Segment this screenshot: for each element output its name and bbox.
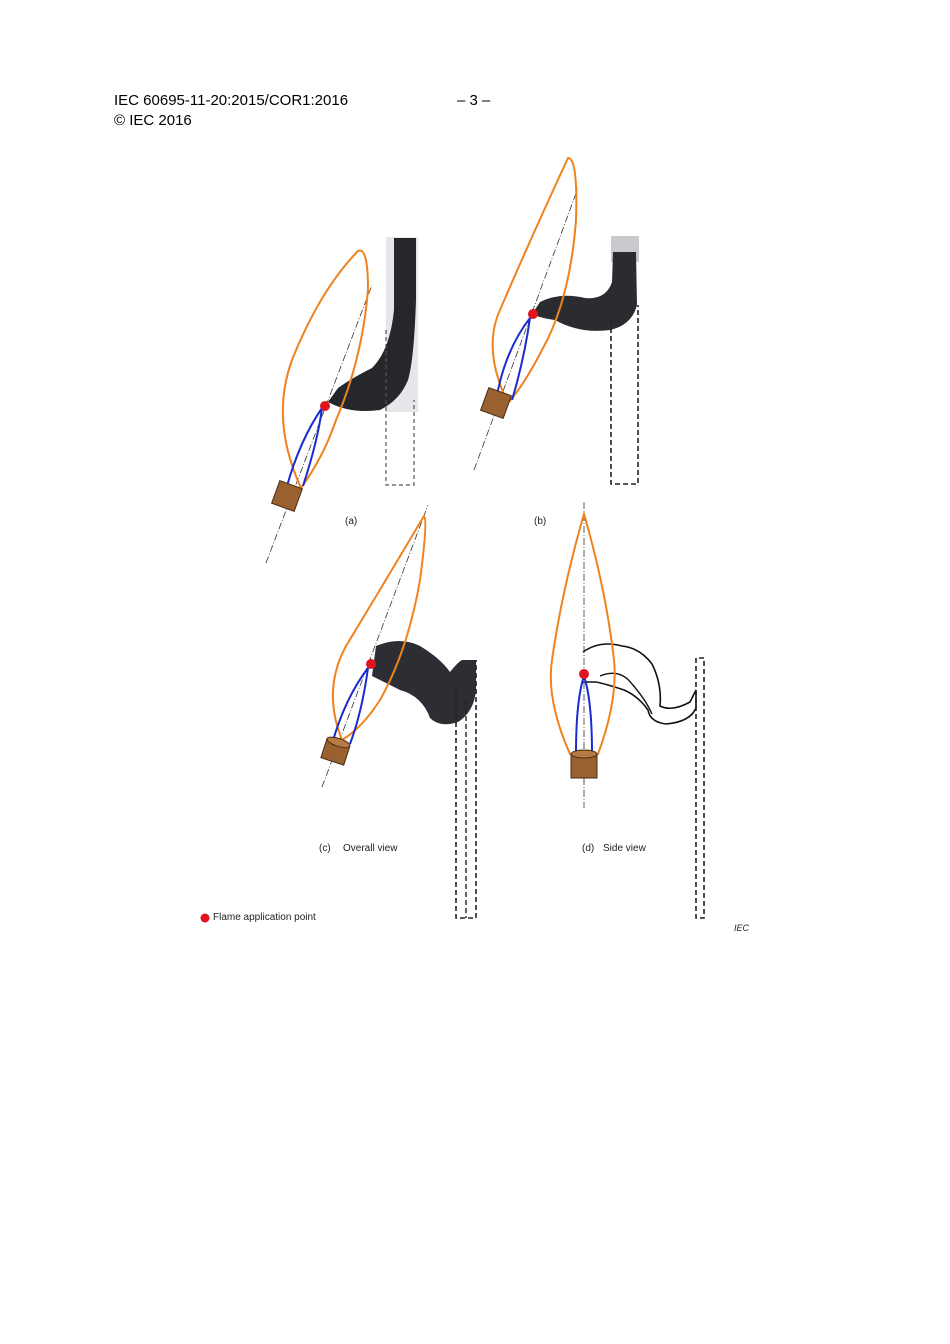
panel-c [320,504,477,919]
inner-flame-c [331,664,370,745]
specimen-side-inner-d [599,672,653,715]
melted-specimen-c [372,641,476,725]
caption-d-label: (d) [582,843,595,854]
outer-flame-b [491,156,578,405]
specimen-outline-c-front [455,660,477,919]
outer-flame-d [549,510,616,755]
page-number: – 3 – [457,92,491,109]
caption-b: (b) [534,516,547,527]
burner-axis-b [473,187,579,471]
specimen-outline-b [610,305,639,485]
caption-c-label: (c) [319,843,331,854]
caption-a: (a) [345,516,358,527]
burner-b [479,386,513,420]
specimen-side-outline-d [582,643,697,725]
flame-application-point-b [528,309,538,319]
specimen-outline-d [695,657,705,919]
document-id: IEC 60695-11-20:2015/COR1:2016 [114,92,349,109]
burner-c [320,736,351,766]
burner-d [570,749,598,779]
panel-a [265,237,418,564]
burner-a [270,479,304,513]
flame-application-point-d [579,669,589,679]
panel-d [549,502,705,919]
melted-specimen-b [532,252,637,331]
outer-flame-a [281,249,370,490]
panel-b [473,156,639,485]
caption-d-text: Side view [603,843,646,854]
copyright-notice: © IEC 2016 [114,112,192,129]
flame-application-point-c [366,659,376,669]
melted-specimen-a [328,238,416,411]
flame-application-point-a [320,401,330,411]
caption-c-text: Overall view [343,843,398,854]
outer-flame-c [331,514,427,742]
legend-marker [200,913,210,923]
iec-mark: IEC [734,923,750,933]
specimen-outline-a [385,330,415,486]
inner-flame-a [286,407,323,487]
legend-label: Flame application point [213,912,316,923]
